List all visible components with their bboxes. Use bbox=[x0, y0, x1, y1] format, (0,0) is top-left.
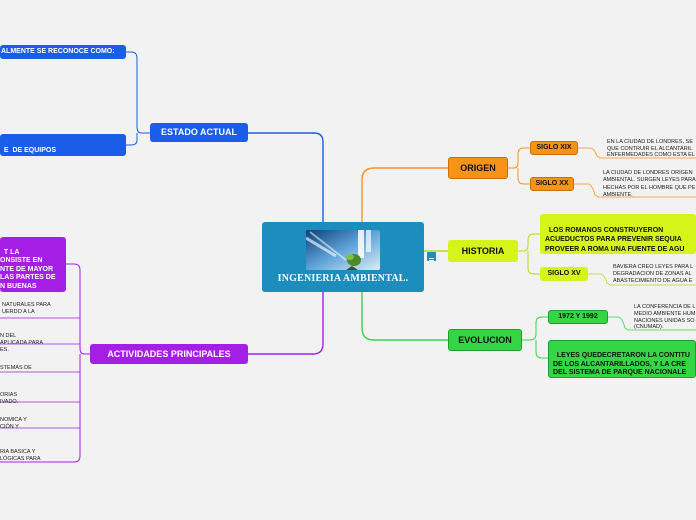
lab-pipette-image bbox=[306, 230, 380, 270]
central-topic-title: INGENIERIA AMBIENTAL. bbox=[277, 273, 409, 284]
evolucion-label: EVOLUCION bbox=[458, 335, 512, 345]
year-1972-1992-node[interactable]: 1972 Y 1992 bbox=[548, 310, 608, 324]
note-icon[interactable] bbox=[427, 252, 436, 263]
siglo-xv-node[interactable]: SIGLO XV bbox=[540, 267, 588, 281]
actividades-label: ACTIVIDADES PRINCIPALES bbox=[107, 349, 231, 359]
estado-actual-label: ESTADO ACTUAL bbox=[161, 127, 237, 137]
actividad-item-4: ORÍAS IVADO. bbox=[0, 392, 19, 405]
estado-child-2[interactable]: E DE EQUIPOS LINARIOS: bbox=[0, 134, 126, 156]
siglo-xix-text: EN LA CIUDAD DE LONDRES, SE QUE CONTRUIR… bbox=[607, 139, 695, 158]
siglo-xx-node[interactable]: SIGLO XX bbox=[530, 177, 574, 191]
actividad-item-2: N DEL APLICADA PARA ES. bbox=[0, 333, 43, 353]
actividades-principales-node[interactable]: ACTIVIDADES PRINCIPALES bbox=[90, 344, 248, 364]
leyes-node[interactable]: LEYES QUEDECRETARON LA CONTITU DE LOS AL… bbox=[548, 340, 696, 378]
actividad-item-6: RÍA BÁSICA Y LÓGICAS PARA bbox=[0, 449, 41, 462]
central-topic-node[interactable]: INGENIERIA AMBIENTAL. bbox=[262, 222, 424, 292]
evolucion-node[interactable]: EVOLUCION bbox=[448, 329, 522, 351]
origen-label: ORIGEN bbox=[460, 163, 496, 173]
estado-child-1[interactable]: ALMENTE SE RECONOCE COMO: bbox=[0, 45, 126, 59]
cnumad-text: LA CONFERENCIA DE L MEDIO AMBIENTE HUM N… bbox=[634, 304, 696, 331]
siglo-xx-text: LA CIUDAD DE LONDRES ORIGEN AMBIENTAL. S… bbox=[603, 170, 696, 198]
siglo-xv-text: BAVIERA CREO LEYES PARA L DEGRADACION DE… bbox=[613, 264, 694, 284]
actividad-item-3: STEMAS DE bbox=[0, 365, 32, 371]
origen-node[interactable]: ORIGEN bbox=[448, 157, 508, 179]
estado-actual-node[interactable]: ESTADO ACTUAL bbox=[150, 123, 248, 142]
actividad-item-1: NATURALES PARA UERDO A LA bbox=[2, 302, 51, 315]
historia-node[interactable]: HISTORIA bbox=[448, 240, 518, 262]
romanos-node[interactable]: LOS ROMANOS CONSTRUYERON ACUEDUCTOS PARA… bbox=[540, 214, 696, 254]
siglo-xix-node[interactable]: SIGLO XIX bbox=[530, 141, 578, 155]
actividades-top-child[interactable]: T LA ONSISTE EN NTE DE MAYOR LAS PARTES … bbox=[0, 237, 66, 292]
historia-label: HISTORIA bbox=[461, 246, 505, 256]
actividad-item-5: NÓMICA Y CIÓN Y bbox=[0, 417, 27, 430]
